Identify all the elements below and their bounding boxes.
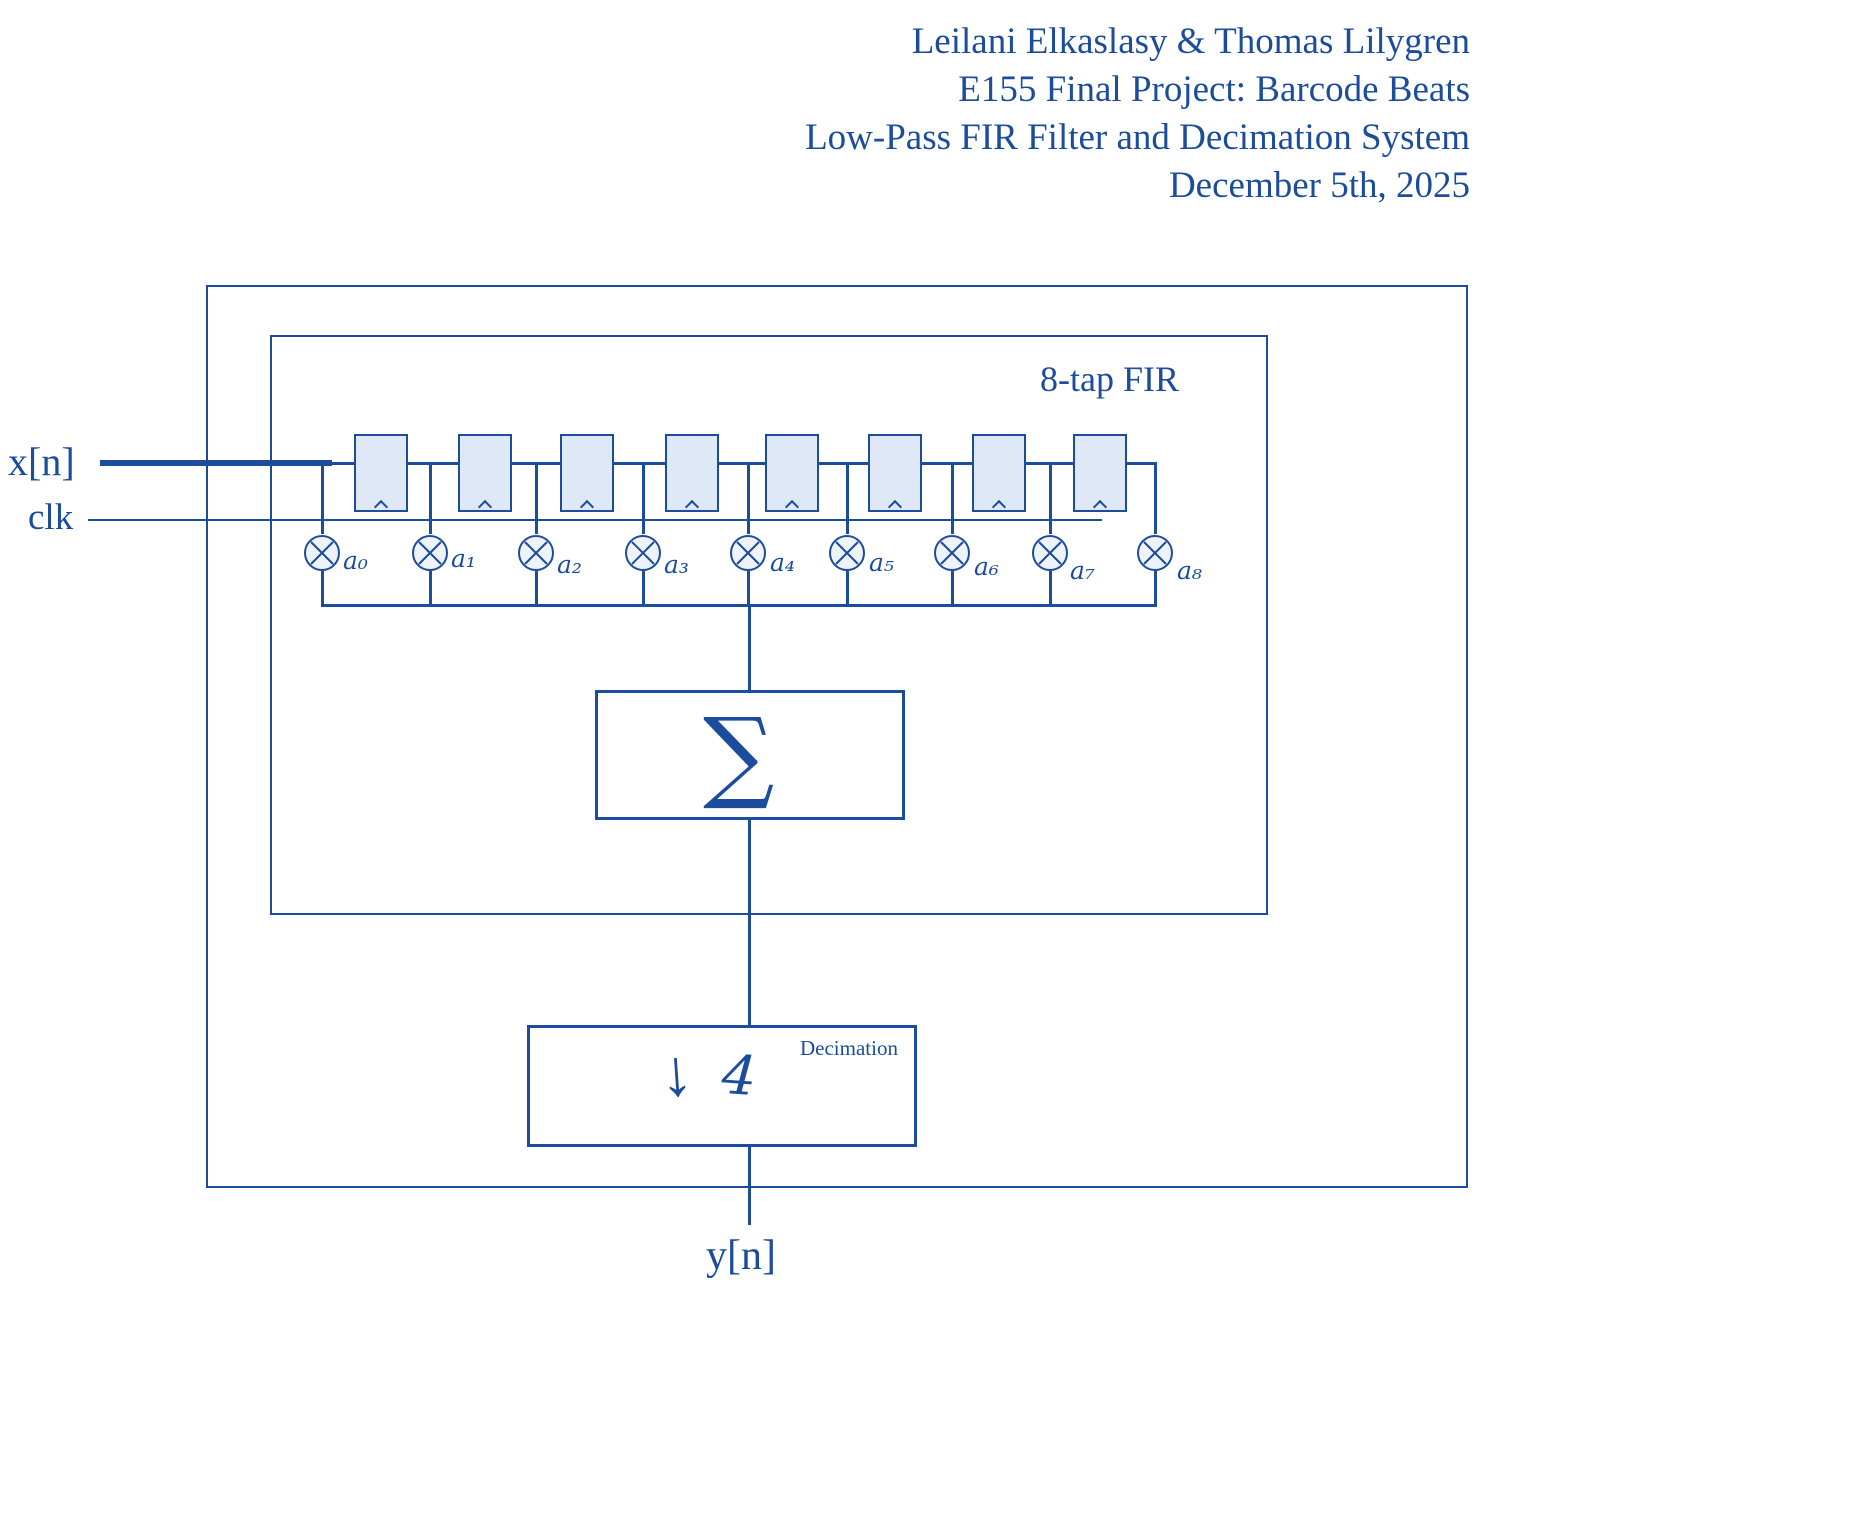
coefficient-label: a₃	[664, 550, 689, 579]
header-project: E155 Final Project: Barcode Beats	[958, 69, 1470, 110]
system-box	[206, 285, 1468, 1188]
coefficient-label: a₆	[974, 552, 999, 581]
tap-drop-wire	[429, 464, 432, 534]
tap-drop-wire	[846, 464, 849, 534]
coefficient-label: a₀	[343, 546, 368, 575]
sigma-icon: ∑	[703, 696, 775, 813]
coefficient-label: a₂	[557, 550, 582, 579]
xn-wire-thick	[100, 460, 332, 466]
product-wire	[846, 571, 849, 606]
register	[1073, 434, 1127, 515]
tap-drop-wire	[642, 464, 645, 534]
header-date: December 5th, 2025	[1168, 165, 1470, 206]
multiplier-icon	[828, 534, 866, 572]
register	[560, 434, 614, 515]
clock-wedge-icon	[784, 499, 800, 515]
tap-drop-wire	[747, 464, 750, 534]
multiplier-icon	[517, 534, 555, 572]
product-wire	[535, 571, 538, 606]
tap-drop-wire	[951, 464, 954, 534]
coefficient-label: a₇	[1070, 556, 1095, 585]
multiplier-icon	[624, 534, 662, 572]
coefficient-label: a₈	[1177, 556, 1202, 585]
downsample-arrow-icon: ↓	[657, 1035, 696, 1112]
multiplier-icon	[411, 534, 449, 572]
decimation-label: Decimation	[800, 1036, 898, 1060]
register	[765, 434, 819, 515]
clock-wedge-icon	[991, 499, 1007, 515]
register	[354, 434, 408, 515]
register	[458, 434, 512, 515]
clock-wedge-icon	[887, 499, 903, 515]
product-wire	[1154, 571, 1157, 606]
tap-drop-wire	[321, 464, 324, 534]
sum-output-wire	[748, 820, 751, 1025]
product-wire	[747, 571, 750, 606]
bus-to-sum-wire	[748, 604, 751, 692]
product-wire	[429, 571, 432, 606]
output-wire	[748, 1147, 751, 1225]
output-label: y[n]	[706, 1233, 776, 1279]
input-label: x[n]	[8, 439, 75, 484]
multiplier-icon	[303, 534, 341, 572]
clock-wedge-icon	[477, 499, 493, 515]
tap-drop-wire	[535, 464, 538, 534]
register	[868, 434, 922, 515]
clk-label: clk	[28, 497, 74, 538]
multiplier-icon	[1136, 534, 1174, 572]
clock-wedge-icon	[684, 499, 700, 515]
coefficient-label: a₄	[770, 548, 795, 577]
tap-drop-wire	[1154, 464, 1157, 534]
register	[972, 434, 1026, 515]
clock-wedge-icon	[1092, 499, 1108, 515]
decimation-box	[527, 1025, 917, 1147]
multiplier-icon	[729, 534, 767, 572]
header-title: Low-Pass FIR Filter and Decimation Syste…	[805, 117, 1470, 158]
product-wire	[321, 571, 324, 606]
tap-drop-wire	[1049, 464, 1052, 534]
header-authors: Leilani Elkaslasy & Thomas Lilygren	[911, 21, 1470, 62]
coefficient-label: a₁	[451, 544, 476, 573]
tap-signal-wire	[320, 462, 1157, 465]
product-wire	[1049, 571, 1052, 606]
fir-title: 8-tap FIR	[1040, 359, 1179, 399]
fir-box	[270, 335, 1268, 915]
clock-wedge-icon	[373, 499, 389, 515]
multiplier-icon	[933, 534, 971, 572]
multiplier-icon	[1031, 534, 1069, 572]
clk-wire	[88, 519, 1102, 521]
register	[665, 434, 719, 515]
header-block: Leilani Elkaslasy & Thomas Lilygren E155…	[805, 18, 1470, 210]
clock-wedge-icon	[579, 499, 595, 515]
coefficient-label: a₅	[869, 548, 894, 577]
decimation-factor: 4	[719, 1042, 759, 1109]
summation-box	[595, 690, 905, 820]
product-wire	[642, 571, 645, 606]
product-wire	[951, 571, 954, 606]
sum-bus-wire	[321, 604, 1157, 607]
